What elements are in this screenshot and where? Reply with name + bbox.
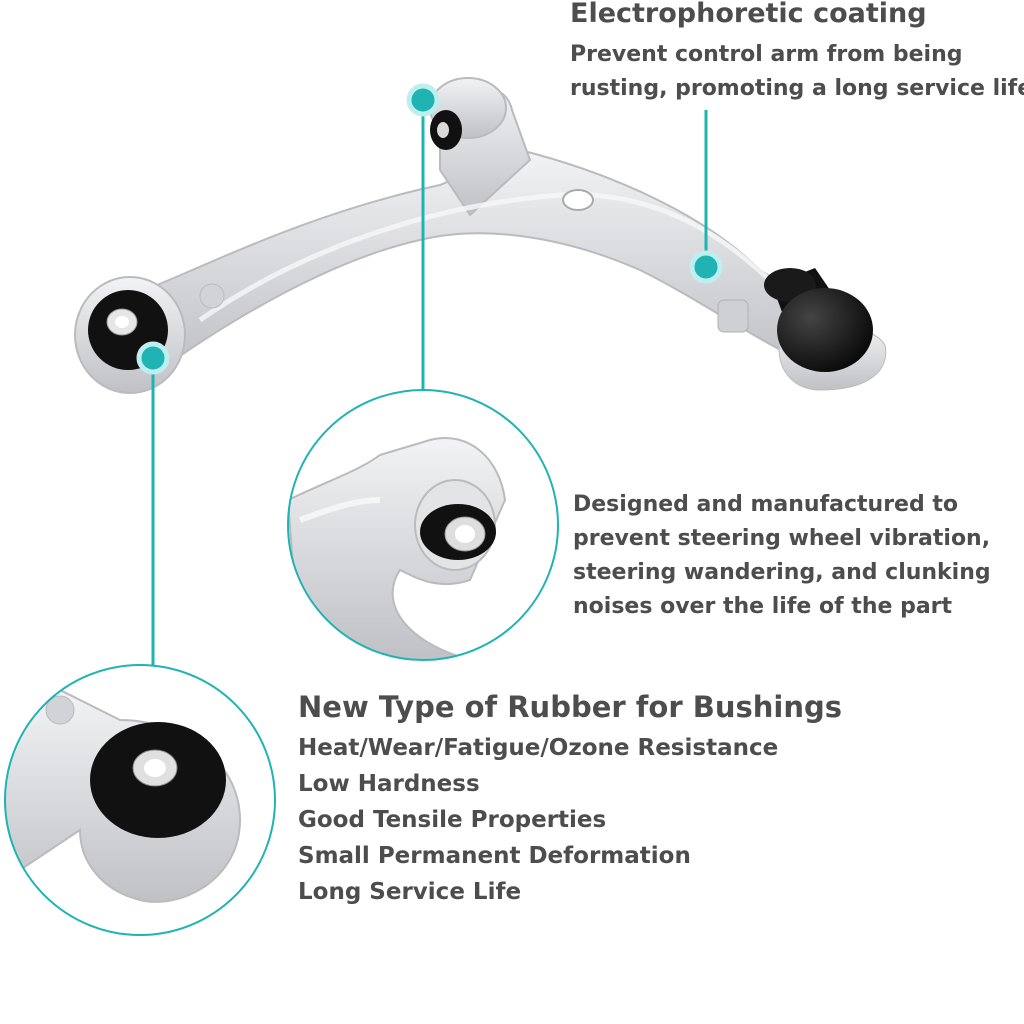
vibration-description: Designed and manufactured to prevent ste… bbox=[573, 488, 991, 624]
rubber-feature-list: Heat/Wear/Fatigue/Ozone Resistance Low H… bbox=[298, 730, 778, 910]
rubber-title: New Type of Rubber for Bushings bbox=[298, 690, 842, 724]
callout-dot-rear-bushing bbox=[136, 341, 170, 375]
zoom-rear-bushing bbox=[4, 664, 276, 936]
vibration-line-3: steering wandering, and clunking bbox=[573, 560, 991, 585]
callout-dots bbox=[136, 83, 723, 375]
rubber-feature-item: Good Tensile Properties bbox=[298, 807, 607, 833]
vibration-line-4: noises over the life of the part bbox=[573, 594, 953, 619]
coating-description-line-1: Prevent control arm from being bbox=[570, 42, 963, 67]
rubber-feature-item: Long Service Life bbox=[298, 879, 522, 905]
coating-title: Electrophoretic coating bbox=[570, 0, 927, 29]
vibration-line-2: prevent steering wheel vibration, bbox=[573, 526, 991, 551]
rubber-feature-item: Heat/Wear/Fatigue/Ozone Resistance bbox=[298, 735, 779, 761]
rubber-feature-item: Low Hardness bbox=[298, 771, 480, 797]
rubber-feature-item: Small Permanent Deformation bbox=[298, 843, 691, 869]
callout-lines bbox=[151, 100, 708, 665]
callout-dot-top-bushing bbox=[406, 83, 440, 117]
zoom-top-bushing bbox=[287, 389, 559, 661]
control-arm bbox=[74, 77, 887, 394]
callout-dot-coating bbox=[689, 250, 723, 284]
coating-description-line-2: rusting, promoting a long service life bbox=[570, 76, 1024, 101]
vibration-line-1: Designed and manufactured to bbox=[573, 492, 959, 517]
